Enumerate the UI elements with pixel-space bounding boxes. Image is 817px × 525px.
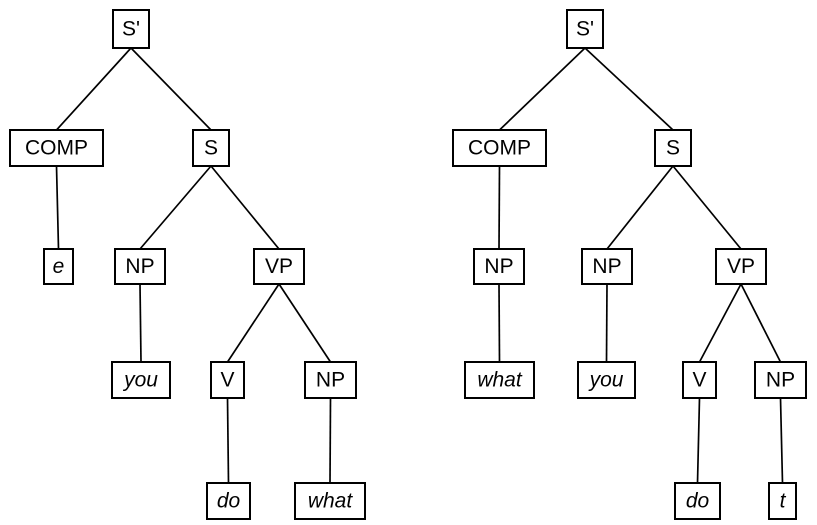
tree-node-do[interactable]: do — [674, 482, 721, 520]
node-box — [9, 129, 104, 167]
node-box — [754, 361, 807, 399]
tree-node-np[interactable]: NP — [304, 361, 357, 399]
node-box — [304, 361, 357, 399]
node-box — [111, 361, 171, 399]
tree-edge — [779, 397, 784, 484]
tree-node-vp[interactable]: VP — [715, 248, 767, 285]
tree-node-e[interactable]: e — [43, 248, 74, 285]
tree-edge — [605, 283, 608, 363]
surface-structure-tree-edges — [498, 47, 784, 484]
tree-edge — [55, 47, 132, 131]
node-label: NP — [766, 369, 795, 392]
tree-edge — [696, 397, 701, 484]
tree-node-comp[interactable]: COMP — [9, 129, 104, 167]
tree-node-np[interactable]: NP — [473, 248, 525, 285]
node-label: V — [220, 369, 234, 392]
tree-edge — [130, 47, 212, 131]
node-box — [682, 361, 717, 399]
tree-edge — [672, 165, 742, 250]
tree-node-s[interactable]: S — [654, 129, 692, 167]
node-label: what — [308, 490, 354, 513]
node-label: do — [217, 490, 241, 513]
node-box — [210, 361, 245, 399]
tree-edge — [139, 165, 212, 250]
node-label: COMP — [468, 137, 531, 160]
node-label: S — [204, 137, 218, 160]
deep-structure-tree-edges — [55, 47, 332, 484]
node-box — [473, 248, 525, 285]
node-label: e — [53, 255, 65, 278]
node-box — [114, 248, 166, 285]
tree-edge — [498, 165, 501, 250]
tree-edge — [226, 397, 230, 484]
tree-edge — [210, 165, 280, 250]
node-box — [43, 248, 74, 285]
tree-node-v[interactable]: V — [210, 361, 245, 399]
tree-node-what[interactable]: what — [294, 482, 366, 520]
tree-node-np[interactable]: NP — [581, 248, 633, 285]
tree-node-what[interactable]: what — [464, 361, 535, 399]
node-box — [768, 482, 797, 520]
tree-edge — [55, 165, 60, 250]
tree-node-do[interactable]: do — [206, 482, 251, 520]
tree-edge — [498, 47, 586, 131]
surface-structure-tree-nodes: S' COMP S NP NP VP what you V NP do t — [452, 9, 807, 520]
tree-node-you[interactable]: you — [111, 361, 171, 399]
node-label: S' — [122, 18, 140, 41]
tree-node-np[interactable]: NP — [754, 361, 807, 399]
tree-node-s[interactable]: S' — [566, 9, 604, 49]
tree-node-np[interactable]: NP — [114, 248, 166, 285]
node-box — [192, 129, 230, 167]
tree-node-v[interactable]: V — [682, 361, 717, 399]
tree-node-vp[interactable]: VP — [253, 248, 305, 285]
node-label: NP — [484, 255, 513, 278]
edges-layer — [55, 47, 784, 484]
tree-node-s[interactable]: S — [192, 129, 230, 167]
tree-edge — [584, 47, 674, 131]
node-box — [566, 9, 604, 49]
node-box — [112, 9, 150, 49]
tree-edge — [278, 283, 332, 363]
node-label: t — [780, 490, 787, 513]
tree-edge — [329, 397, 332, 484]
node-label: NP — [125, 255, 154, 278]
tree-node-s[interactable]: S' — [112, 9, 150, 49]
node-label: V — [692, 369, 706, 392]
node-box — [452, 129, 547, 167]
tree-edge — [698, 283, 742, 363]
node-label: VP — [265, 255, 293, 278]
node-box — [294, 482, 366, 520]
node-box — [253, 248, 305, 285]
node-label: VP — [727, 255, 755, 278]
node-box — [674, 482, 721, 520]
node-label: do — [686, 490, 710, 513]
node-box — [206, 482, 251, 520]
node-label: S' — [576, 18, 594, 41]
node-label: S — [666, 137, 680, 160]
node-label: NP — [592, 255, 621, 278]
tree-edge — [606, 165, 674, 250]
node-label: NP — [316, 369, 345, 392]
tree-edge — [498, 283, 501, 363]
node-label: COMP — [25, 137, 88, 160]
node-label: you — [588, 369, 624, 392]
tree-edge — [226, 283, 280, 363]
node-label: you — [122, 369, 158, 392]
node-box — [464, 361, 535, 399]
node-box — [581, 248, 633, 285]
node-box — [577, 361, 636, 399]
node-box — [715, 248, 767, 285]
node-box — [654, 129, 692, 167]
tree-node-t[interactable]: t — [768, 482, 797, 520]
tree-edge — [139, 283, 142, 363]
tree-node-comp[interactable]: COMP — [452, 129, 547, 167]
node-label: what — [477, 369, 523, 392]
tree-edge — [740, 283, 782, 363]
tree-node-you[interactable]: you — [577, 361, 636, 399]
